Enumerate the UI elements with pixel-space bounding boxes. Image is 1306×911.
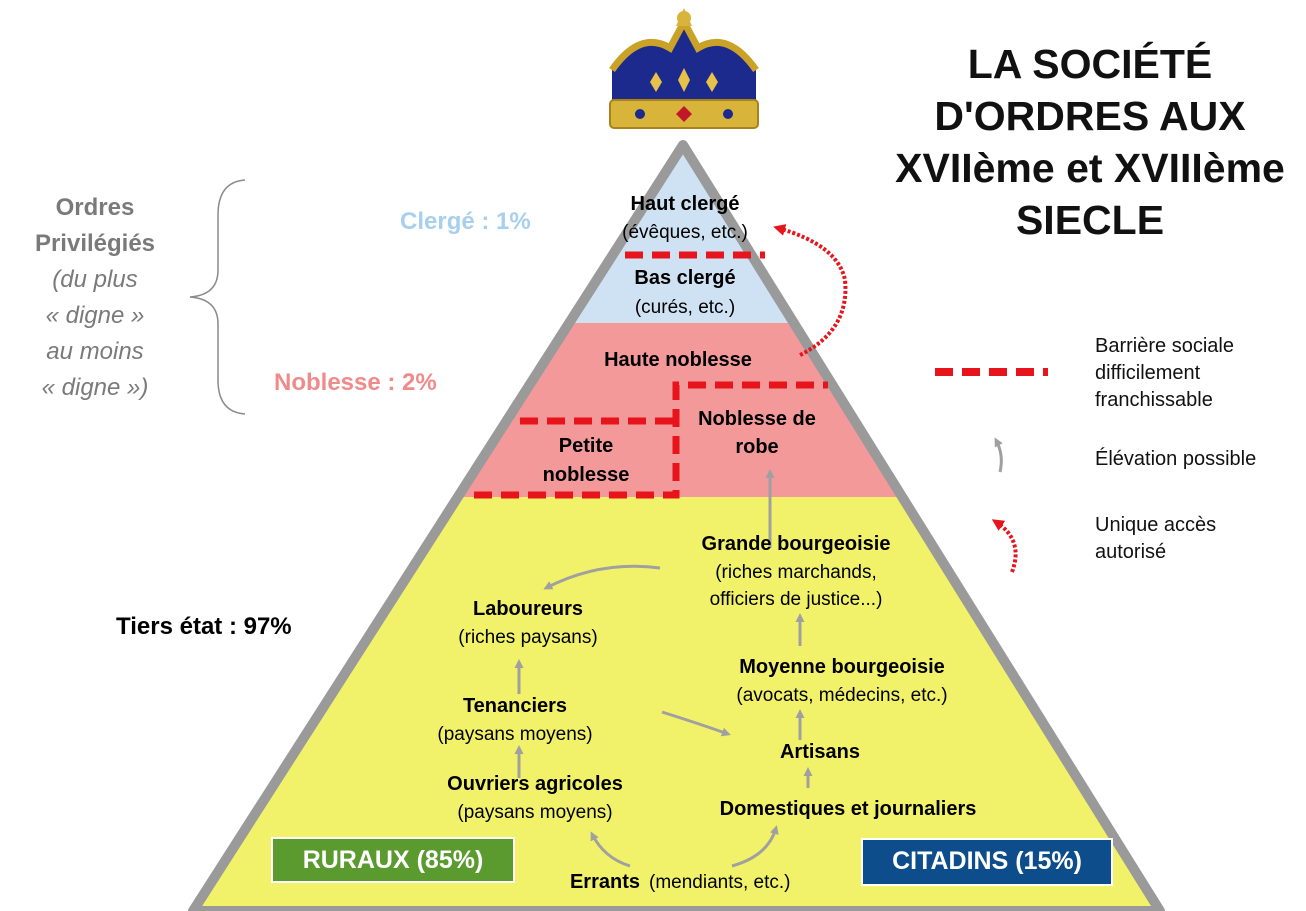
title-line-2: D'ORDRES AUX (934, 93, 1246, 139)
noblesse-percent-label: Noblesse : 2% (274, 369, 437, 396)
haut-clerge-label: Haut clergé (631, 193, 740, 215)
errants-detail: (mendiants, etc.) (649, 872, 791, 893)
tenanciers-detail: (paysans moyens) (437, 724, 592, 745)
moyenne-bourgeoisie-detail: (avocats, médecins, etc.) (736, 685, 947, 706)
artisans-label: Artisans (780, 741, 860, 763)
noblesse-robe-line1: Noblesse de (698, 408, 816, 430)
ruraux-box: RURAUX (85%) (271, 837, 515, 883)
tenanciers-label: Tenanciers (463, 695, 567, 717)
pyramid-outline (188, 140, 1165, 911)
title-line-1: LA SOCIÉTÉ (967, 41, 1213, 87)
legend-barrier-line1: Barrière sociale (1095, 335, 1234, 357)
elevation-arrows (514, 469, 813, 868)
haut-clerge-detail: (évêques, etc.) (622, 222, 748, 243)
privileged-title-2: Privilégiés (34, 230, 156, 257)
diagram-title: LA SOCIÉTÉ D'ORDRES AUX XVIIème et XVIII… (855, 38, 1306, 246)
crown-icon (609, 8, 759, 129)
haute-noblesse-label: Haute noblesse (604, 349, 752, 371)
legend-barrier-line2: difficilement (1095, 362, 1201, 384)
privileged-title-1: Ordres (55, 194, 135, 221)
unique-access-arrow (773, 224, 848, 357)
clerge-percent-label: Clergé : 1% (400, 208, 531, 235)
title-line-3: XVIIème et XVIIIème (895, 145, 1285, 191)
grande-bourgeoisie-detail2: officiers de justice...) (710, 589, 883, 610)
bas-clerge-detail: (curés, etc.) (635, 297, 735, 318)
ouvriers-agricoles-label: Ouvriers agricoles (447, 773, 623, 795)
privileged-sub-2: « digne » (45, 302, 145, 329)
bas-clerge-label: Bas clergé (634, 267, 735, 289)
legend-unique-line2: autorisé (1095, 541, 1167, 563)
legend-unique-line1: Unique accès (1095, 514, 1217, 536)
grande-bourgeoisie-label: Grande bourgeoisie (702, 533, 891, 555)
title-line-4: SIECLE (1015, 197, 1165, 243)
tiers-etat-percent-label: Tiers état : 97% (116, 613, 292, 640)
group-labels: Haut clergé (évêques, etc.) Bas clergé (… (437, 193, 976, 893)
privileged-sub-1: (du plus (52, 266, 138, 293)
laboureurs-detail: (riches paysans) (458, 627, 597, 648)
grande-bourgeoisie-detail1: (riches marchands, (715, 562, 877, 583)
legend-elevation-icon (994, 437, 1003, 473)
legend-unique-access-icon (991, 519, 1018, 573)
ouvriers-agricoles-detail: (paysans moyens) (457, 802, 612, 823)
domestiques-label: Domestiques et journaliers (720, 798, 977, 820)
privileged-sub-4: « digne ») (41, 374, 149, 401)
laboureurs-label: Laboureurs (473, 598, 583, 620)
citadins-box: CITADINS (15%) (861, 838, 1113, 886)
legend-barrier-text: Barrière sociale difficilement franchiss… (1095, 333, 1234, 414)
legend-elevation-text: Élévation possible (1095, 448, 1257, 470)
petite-noblesse-line1: Petite (559, 435, 613, 457)
errants-label: Errants (570, 871, 640, 893)
social-barriers (474, 251, 828, 499)
moyenne-bourgeoisie-label: Moyenne bourgeoisie (739, 656, 945, 678)
legend-barrier-line3: franchissable (1095, 389, 1213, 411)
privileged-sub-3: au moins (46, 338, 144, 365)
petite-noblesse-line2: noblesse (543, 464, 630, 486)
noblesse-robe-line2: robe (735, 436, 778, 458)
legend-unique-text: Unique accès autorisé (1095, 512, 1216, 566)
privileged-orders-label: Ordres Privilégiés (du plus « digne » au… (0, 190, 190, 406)
privileged-brace (189, 179, 246, 415)
